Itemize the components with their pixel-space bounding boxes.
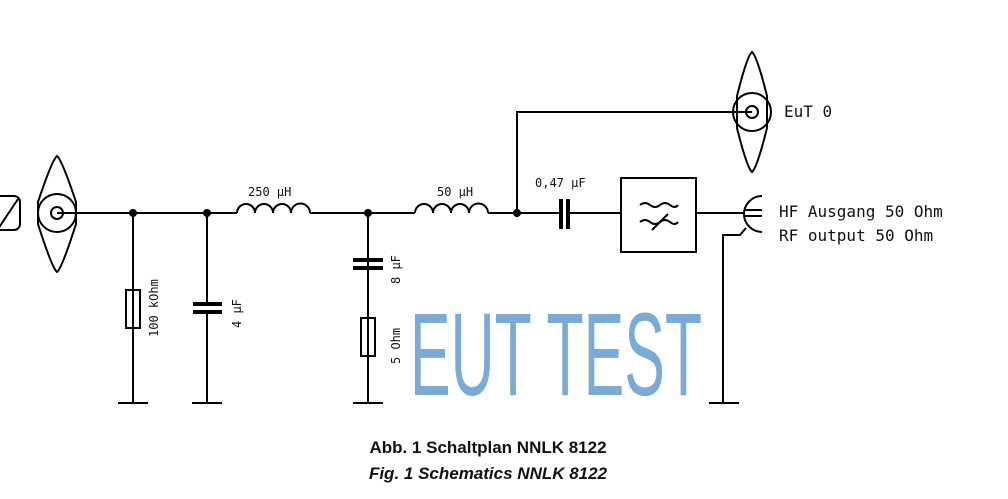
caption-german: Abb. 1 Schaltplan NNLK 8122 (369, 438, 606, 457)
output-connector-icon (709, 195, 763, 404)
eut-connector-icon (732, 50, 772, 174)
inductor-250uh-label: 250 µH (248, 185, 291, 199)
capacitor-8uf (353, 213, 383, 403)
inductor-50uh-label: 50 µH (437, 185, 473, 199)
mains-input-icon (0, 195, 21, 231)
inductor-250uh (236, 202, 311, 214)
main-wires (57, 111, 752, 214)
resistor-5ohm-label: 5 Ohm (389, 328, 403, 364)
capacitor-8uf-label: 8 µF (389, 255, 403, 284)
capacitor-047uf (559, 199, 570, 229)
caption-english: Fig. 1 Schematics NNLK 8122 (369, 464, 608, 483)
eut-label: EuT 0 (784, 102, 832, 121)
resistor-100k (118, 213, 148, 404)
capacitor-047uf-label: 0,47 µF (535, 176, 586, 190)
capacitor-4uf-label: 4 µF (230, 299, 244, 328)
resistor-100k-label: 100 kOhm (147, 279, 161, 337)
watermark: EUT TEST (410, 289, 702, 421)
capacitor-4uf (192, 213, 222, 404)
filter-block-icon (620, 177, 697, 253)
output-label-de: HF Ausgang 50 Ohm (779, 202, 943, 221)
output-label-en: RF output 50 Ohm (779, 226, 933, 245)
resistor-5ohm (353, 317, 383, 404)
inductor-50uh (414, 202, 489, 214)
